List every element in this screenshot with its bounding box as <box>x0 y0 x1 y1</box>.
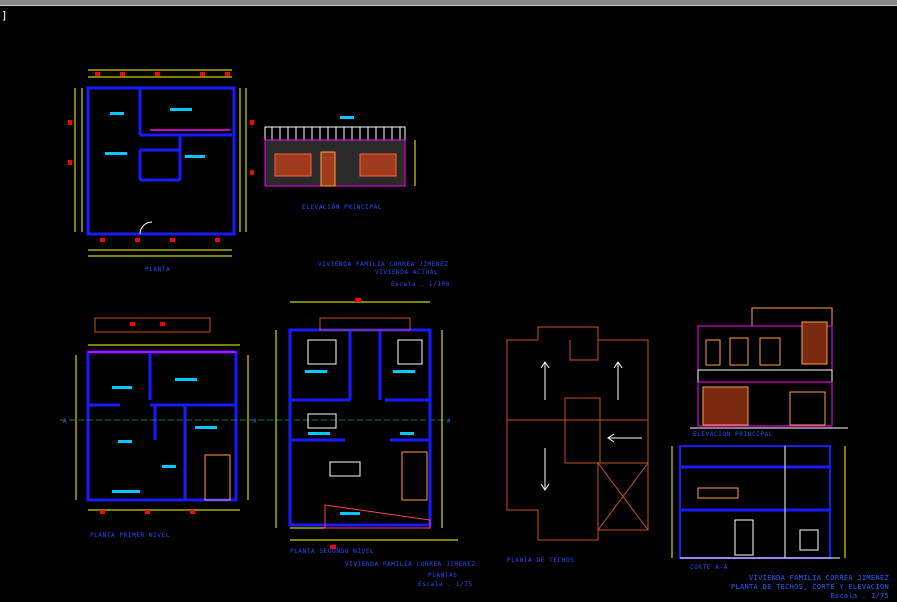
planta-primer-nivel-drawing <box>60 317 450 514</box>
elevacion-principal-drawing <box>690 307 848 429</box>
planta-de-techos-label: PLANTA DE TECHOS <box>507 557 574 564</box>
planta-drawing <box>68 69 254 257</box>
elevacion-actual-drawing <box>264 116 416 187</box>
section-marker-a-mid-left: A <box>253 418 257 425</box>
planta-de-techos-drawing <box>506 326 649 541</box>
title-block-1-scale: Escala . 1/100 <box>391 281 450 288</box>
planta-segundo-nivel-drawing <box>275 298 458 549</box>
title-block-3-scale: Escala . 1/75 <box>830 592 889 600</box>
corte-aa-label: CORTE A-A <box>690 564 728 571</box>
section-marker-a-mid-right: A <box>447 418 451 425</box>
elevacion-principal-label-1: ELEVACIÓN PRINCIPAL <box>302 204 382 211</box>
title-block-3-project: VIVIENDA FAMILIA CORREA JIMENEZ <box>749 574 889 582</box>
elevacion-principal-label-2: ELEVACION PRINCIPAL <box>693 431 773 438</box>
title-block-3-subtitle: PLANTA DE TECHOS, CORTE Y ELEVACION <box>731 583 889 591</box>
title-block-1-subtitle: VIVIENDA ACTUAL <box>375 269 438 276</box>
title-block-2-project: VIVIENDA FAMILIA CORREA JIMENEZ <box>345 561 476 568</box>
command-cursor: ] <box>1 9 8 22</box>
section-marker-a-left: A <box>63 418 67 425</box>
planta-primer-nivel-label: PLANTA PRIMER NIVEL <box>90 532 170 539</box>
corte-aa-drawing <box>671 445 846 559</box>
planta-segundo-nivel-label: PLANTA SEGUNDO NIVEL <box>290 548 374 555</box>
title-block-1-project: VIVIENDA FAMILIA CORREA JIMENEZ <box>318 261 449 268</box>
title-block-2-scale: Escala . 1/75 <box>418 581 473 588</box>
window-top-bar <box>0 0 897 6</box>
title-block-2-subtitle: PLANTAS <box>428 572 458 579</box>
planta-label: PLANTA <box>145 266 170 273</box>
